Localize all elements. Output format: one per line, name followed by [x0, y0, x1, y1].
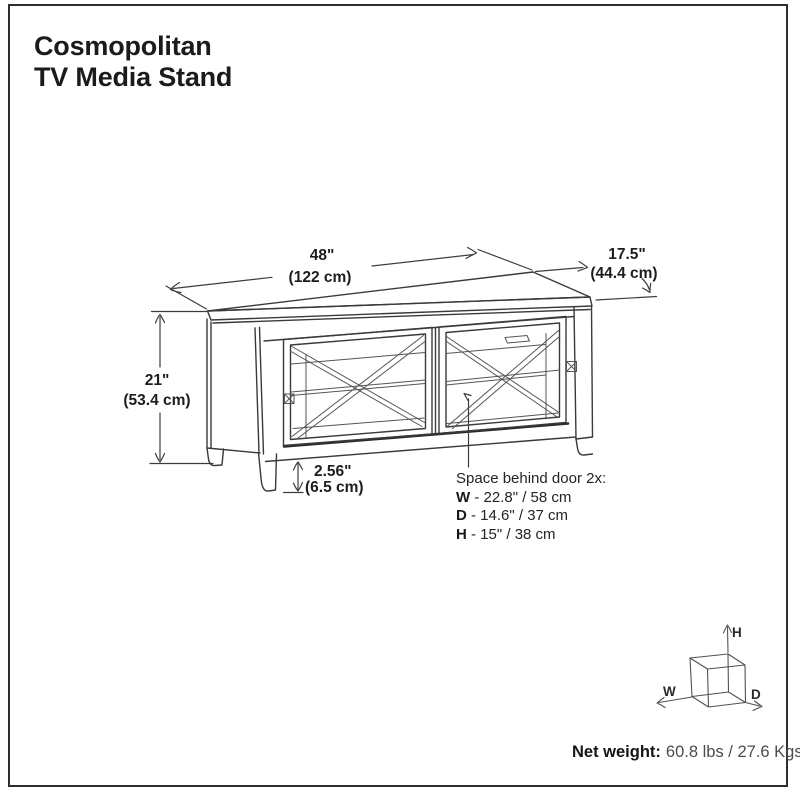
sliding-door-left [282, 326, 433, 447]
sliding-door-right [434, 315, 577, 435]
axis-label-h: H [732, 625, 742, 640]
arrow-bottom-icon [292, 481, 304, 492]
arrow-h-icon [722, 624, 733, 634]
product-title-line2: TV Media Stand [34, 62, 233, 92]
h-axis [726, 626, 729, 654]
space-note-row-h: H - 15" / 38 cm [456, 525, 556, 543]
dim-leg-height [282, 461, 304, 494]
d-axis [744, 701, 761, 707]
tv-stand-drawing [206, 271, 594, 492]
net-weight-label: Net weight: [572, 743, 661, 761]
space-behind-door-note: Space behind door 2x: W - 22.8" / 58 cm … [456, 470, 606, 544]
legs [206, 305, 594, 492]
leader-space-behind-door [463, 392, 472, 468]
dim-height [149, 310, 214, 465]
dim-width-inches: 48" [309, 247, 335, 264]
interior-left-compartment [290, 335, 426, 439]
arrow-right-icon [465, 246, 478, 260]
top-slab [206, 271, 593, 324]
w-axis [658, 696, 693, 704]
dim-height-inches: 21" [144, 372, 170, 389]
arrow-left-icon [169, 281, 182, 294]
axis-label-w: W [663, 684, 676, 699]
net-weight-value: 60.8 lbs / 27.6 Kgs [665, 743, 800, 761]
axis-cube-icon [656, 624, 763, 712]
dim-depth [534, 260, 658, 301]
product-title: Cosmopolitan TV Media Stand [34, 31, 232, 93]
arrow-top-icon [292, 461, 304, 471]
arrow-leader-icon [463, 392, 472, 402]
space-note-row-d: D - 14.6" / 37 cm [456, 507, 569, 524]
arrow-w-icon [656, 696, 666, 709]
dim-depth-inches: 17.5" [608, 246, 646, 263]
dim-height-metric: (53.4 cm) [123, 392, 191, 409]
arrow-lower-icon [641, 282, 652, 294]
dim-leg-inches: 2.56" [314, 463, 352, 480]
door-knob-right-icon [566, 361, 577, 372]
net-weight: Net weight:60.8 lbs / 27.6 Kgs [572, 743, 800, 762]
arrow-d-icon [752, 700, 763, 712]
dim-width [165, 246, 533, 310]
space-note-heading: Space behind door 2x: [456, 470, 607, 487]
dim-leg-metric: (6.5 cm) [305, 479, 364, 496]
product-title-line1: Cosmopolitan [34, 31, 212, 61]
arrow-top-icon [154, 313, 166, 324]
dim-depth-metric: (44.4 cm) [590, 265, 658, 282]
left-side-panel [206, 318, 265, 455]
arrow-upper-icon [577, 260, 589, 272]
arrow-bottom-icon [154, 452, 166, 463]
axis-label-d: D [751, 687, 761, 702]
space-note-row-w: W - 22.8" / 58 cm [456, 488, 572, 506]
dim-width-metric: (122 cm) [288, 269, 352, 286]
interior-right-compartment [445, 330, 561, 429]
